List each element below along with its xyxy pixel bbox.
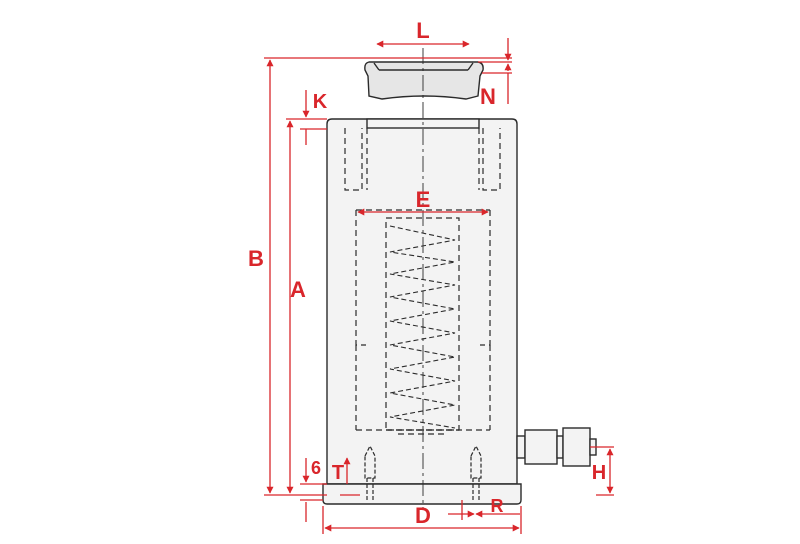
label-R: R	[491, 496, 504, 516]
hydraulic-coupler	[516, 427, 597, 467]
dimension-labels: L N K E B A 6 T D R H	[248, 18, 606, 528]
label-L: L	[416, 18, 429, 43]
label-E: E	[416, 187, 431, 212]
label-D: D	[415, 503, 431, 528]
label-A: A	[290, 277, 306, 302]
label-6: 6	[311, 458, 321, 478]
return-spring	[389, 225, 456, 429]
dimension-lines	[264, 38, 614, 534]
label-N: N	[480, 84, 496, 109]
mounting-bolt-left	[364, 444, 376, 479]
mounting-bolt-right	[470, 444, 482, 479]
label-K: K	[313, 91, 328, 113]
label-H: H	[592, 462, 606, 484]
label-T: T	[332, 462, 344, 484]
cylinder	[322, 61, 597, 505]
mounting-bolts	[364, 444, 482, 500]
saddle-cap	[364, 61, 484, 100]
label-B: B	[248, 246, 264, 271]
hidden-internal-lines	[344, 128, 501, 435]
